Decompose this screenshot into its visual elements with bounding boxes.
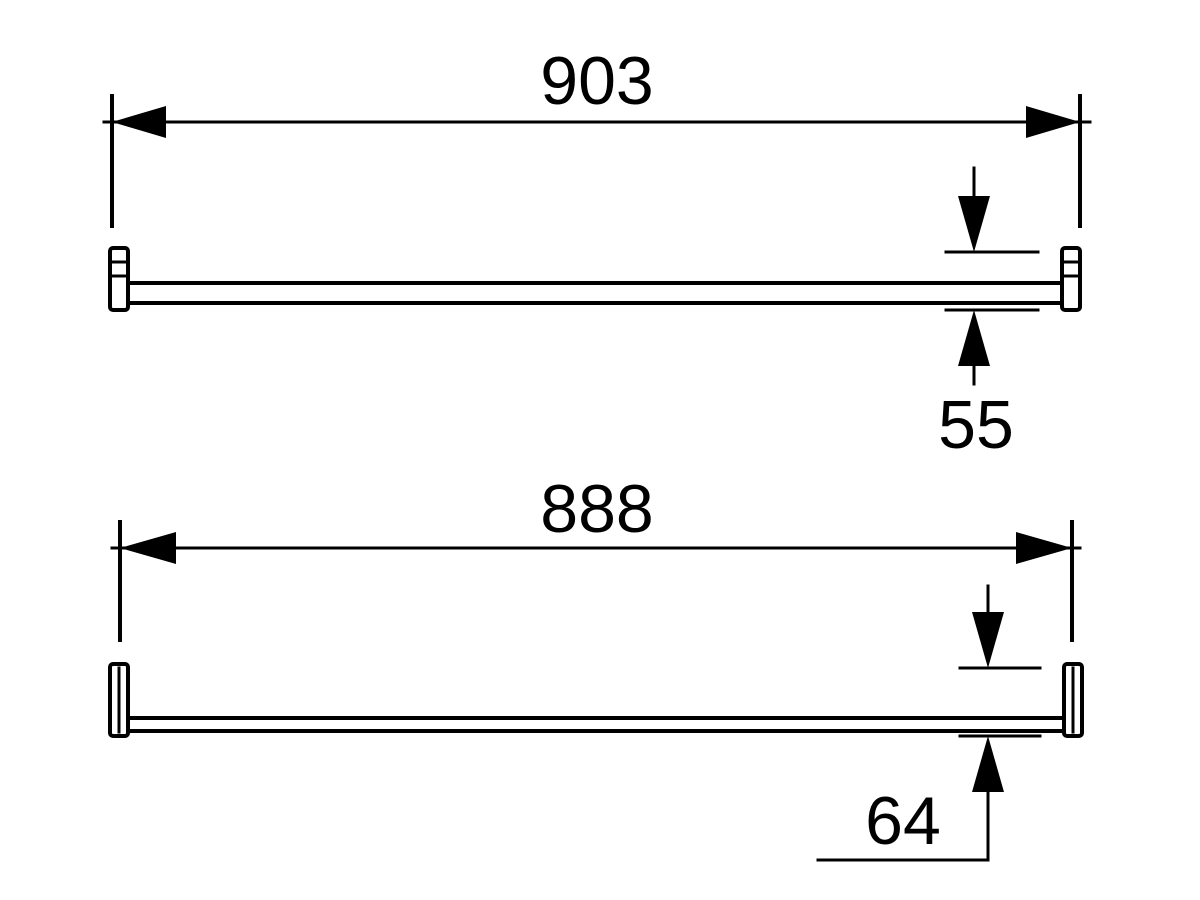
upper-rail: [108, 246, 1082, 312]
lower-projection-dimension: 64: [816, 584, 1042, 862]
lower-projection-leader: [816, 782, 990, 862]
lower-projection-arrow-down: [972, 612, 1004, 668]
upper-length-dimension: 903: [102, 43, 1092, 228]
lower-projection-label: 64: [865, 783, 941, 859]
upper-projection-dimension: 55: [938, 166, 1040, 463]
lower-projection-arrow-up: [972, 736, 1004, 792]
lower-rail: [108, 662, 1084, 738]
upper-arrowhead-right: [1026, 106, 1080, 138]
lower-arrowhead-left: [120, 532, 176, 564]
upper-left-bracket: [108, 246, 130, 312]
lower-arrowhead-right: [1016, 532, 1072, 564]
upper-view: 903 55: [102, 43, 1092, 463]
lower-view: 888 64: [108, 471, 1084, 862]
upper-projection-arrow-down: [958, 196, 990, 252]
upper-projection-label: 55: [938, 387, 1014, 463]
upper-projection-arrow-up: [958, 310, 990, 366]
lower-length-label: 888: [540, 471, 653, 547]
upper-length-label: 903: [540, 43, 653, 119]
lower-length-dimension: 888: [110, 471, 1082, 642]
upper-arrowhead-left: [112, 106, 166, 138]
upper-right-bracket: [1060, 246, 1082, 312]
